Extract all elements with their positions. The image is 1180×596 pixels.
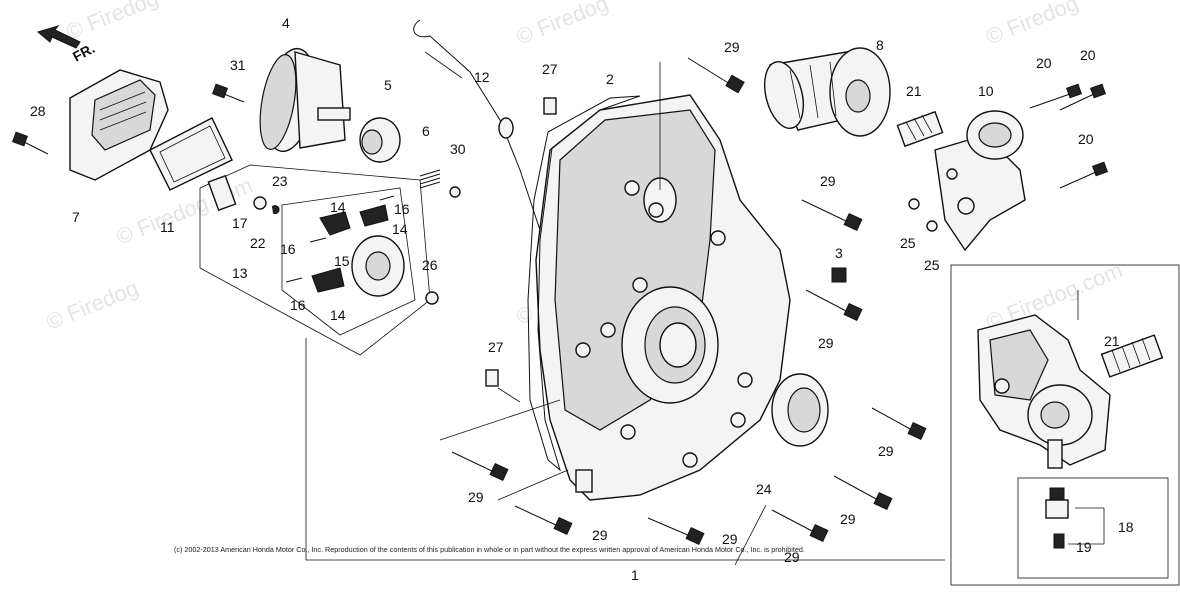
watermark: © Firedog <box>513 0 612 50</box>
callout-21: 21 <box>906 83 922 99</box>
callout-14: 14 <box>392 221 408 237</box>
bolt-28 <box>12 131 49 155</box>
oil-filter-8 <box>763 47 891 137</box>
callout-30: 30 <box>450 141 466 157</box>
callout-11: 11 <box>160 219 175 235</box>
bolt-20-a <box>1029 83 1082 109</box>
callout-21: 21 <box>1104 333 1120 349</box>
callout-29: 29 <box>878 443 894 459</box>
o-ring-30 <box>449 186 461 198</box>
inset-panel <box>950 264 1180 586</box>
callout-12: 12 <box>474 69 490 85</box>
leader-lines <box>305 51 945 566</box>
governor-assembly-box <box>199 164 439 356</box>
callout-26: 26 <box>422 257 438 273</box>
callout-16: 16 <box>394 201 410 217</box>
breather-gasket <box>149 117 233 191</box>
governor-gear-4 <box>259 47 351 153</box>
watermark: © Firedog <box>43 275 142 334</box>
callout-25: 25 <box>924 257 940 273</box>
watermark: © Firedog <box>983 0 1082 50</box>
washer-25-a <box>908 198 920 210</box>
gasket-2 <box>527 95 641 472</box>
callout-labels: 1 2 3 4 5 6 7 8 10 11 12 13 14 14 14 15 … <box>30 15 1134 583</box>
copyright-notice: (c) 2002-2013 American Honda Motor Co., … <box>174 545 805 554</box>
bolt-20-c <box>1059 161 1108 189</box>
arrow-icon <box>36 25 81 49</box>
callout-27: 27 <box>488 339 504 355</box>
spring-6 <box>419 169 441 189</box>
callout-7: 7 <box>72 209 80 225</box>
callout-22: 22 <box>250 235 266 251</box>
callout-19: 19 <box>1076 539 1092 555</box>
callout-17: 17 <box>232 215 248 231</box>
callout-29: 29 <box>722 531 738 547</box>
callout-29: 29 <box>724 39 740 55</box>
callout-29: 29 <box>818 335 834 351</box>
callout-27: 27 <box>542 61 558 77</box>
crankcase-cover-1 <box>535 94 791 501</box>
callout-24: 24 <box>756 481 772 497</box>
nipple-21-top <box>896 110 944 148</box>
callout-13: 13 <box>232 265 248 281</box>
dowel-27-lower <box>485 369 499 387</box>
callout-5: 5 <box>384 77 392 93</box>
callout-14: 14 <box>330 199 346 215</box>
callout-20: 20 <box>1036 55 1052 71</box>
callout-29: 29 <box>820 173 836 189</box>
callout-1: 1 <box>631 567 639 583</box>
washer-25-b <box>926 220 938 232</box>
callout-20: 20 <box>1080 47 1096 63</box>
callout-29: 29 <box>468 489 484 505</box>
bushing-5 <box>359 117 401 163</box>
callout-29: 29 <box>592 527 608 543</box>
callout-25: 25 <box>900 235 916 251</box>
callout-28: 28 <box>30 103 46 119</box>
watermark: © Firedog <box>63 0 162 45</box>
callout-20: 20 <box>1078 131 1094 147</box>
callout-6: 6 <box>422 123 430 139</box>
bolt-3 <box>831 267 847 283</box>
callout-16: 16 <box>290 297 306 313</box>
callout-10: 10 <box>978 83 994 99</box>
callout-3: 3 <box>835 245 843 261</box>
oil-cooler-10 <box>934 110 1026 252</box>
callout-14: 14 <box>330 307 346 323</box>
dowel-27-top <box>543 97 557 115</box>
breather-cover <box>69 69 169 181</box>
callout-2: 2 <box>606 71 614 87</box>
callout-16: 16 <box>280 241 296 257</box>
oil-seal-24 <box>771 373 829 447</box>
bolt-31 <box>212 83 245 103</box>
bolts-29 <box>451 57 927 546</box>
bolt-20-b <box>1059 83 1106 111</box>
callout-8: 8 <box>876 37 884 53</box>
callout-31: 31 <box>230 57 246 73</box>
callout-29: 29 <box>840 511 856 527</box>
callout-29: 29 <box>784 549 800 565</box>
callout-23: 23 <box>272 173 288 189</box>
callout-18: 18 <box>1118 519 1134 535</box>
callout-4: 4 <box>282 15 290 31</box>
dipstick-12 <box>413 19 541 231</box>
callout-15: 15 <box>334 253 350 269</box>
